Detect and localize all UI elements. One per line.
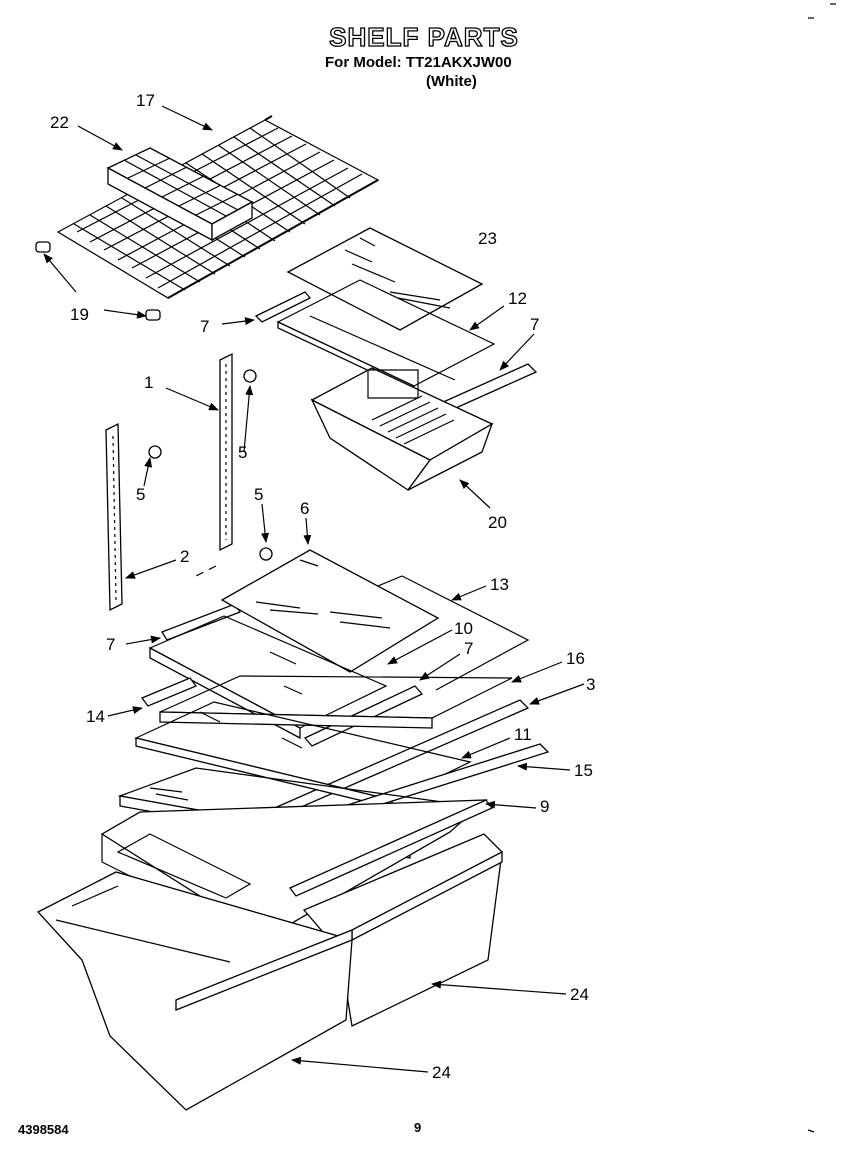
callout-7b: 7: [530, 315, 539, 334]
callout-23: 23: [478, 229, 497, 248]
callout-17: 17: [136, 91, 155, 110]
callout-5b: 5: [136, 485, 145, 504]
callout-7c: 7: [106, 635, 115, 654]
callout-22: 22: [50, 113, 69, 132]
callout-14: 14: [86, 707, 105, 726]
corner-marks: [807, 3, 836, 1133]
callout-10: 10: [454, 619, 473, 638]
glass-shelf-23: [286, 227, 484, 331]
callout-24b: 24: [432, 1063, 451, 1082]
document-number: 4398584: [18, 1122, 69, 1137]
page-number: 9: [414, 1120, 422, 1135]
callout-6: 6: [300, 499, 309, 518]
callout-1: 1: [144, 373, 153, 392]
callout-24a: 24: [570, 985, 589, 1004]
callout-11: 11: [514, 725, 532, 744]
callout-9: 9: [540, 797, 549, 816]
shelf-rail-1: [219, 352, 233, 552]
callout-7d: 7: [464, 639, 473, 658]
callout-13: 13: [490, 575, 509, 594]
callout-19: 19: [70, 305, 89, 324]
trim-strip-14: [140, 677, 198, 707]
glass-shelf-6: [220, 549, 440, 673]
color-line: (White): [426, 73, 477, 90]
callout-16: 16: [566, 649, 585, 668]
screw-5: [148, 369, 273, 561]
callout-20: 20: [488, 513, 507, 532]
callout-3: 3: [586, 675, 595, 694]
callout-2: 2: [180, 547, 189, 566]
crisper-drawer-24-left: [36, 871, 353, 1111]
callout-labels: 17 22 19 7 23 12 7 1 5 5 5 6 20 2 13 7 1…: [50, 91, 595, 1082]
glass-shelf-13: [377, 575, 530, 691]
meat-drawer-20: [310, 367, 494, 491]
callout-7a: 7: [200, 317, 209, 336]
ice-tray-22: [106, 147, 254, 242]
leader-arrows: [43, 105, 585, 1073]
callout-5a: 5: [238, 443, 247, 462]
callout-15: 15: [574, 761, 593, 780]
callout-12: 12: [508, 289, 527, 308]
shelf-peg-19: [35, 241, 161, 321]
page-title: SHELF PARTS: [329, 21, 519, 52]
shelf-rail-2: [105, 422, 123, 612]
model-line: For Model: TT21AKXJW00: [325, 54, 512, 71]
callout-5c: 5: [254, 485, 263, 504]
